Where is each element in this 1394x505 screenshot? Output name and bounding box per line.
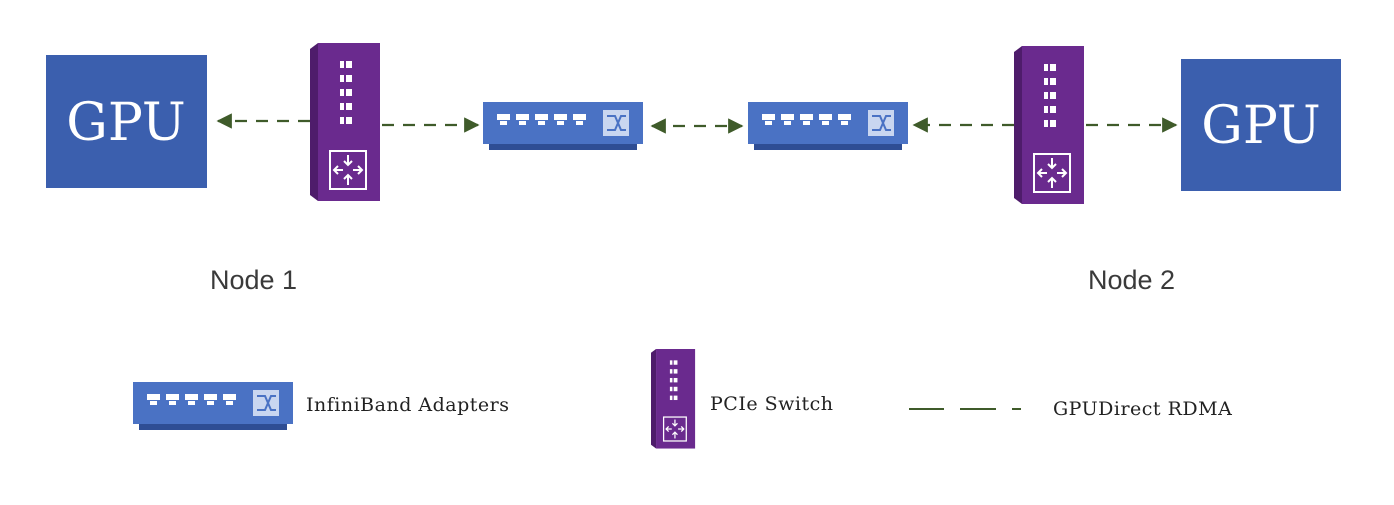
node-2-label: Node 2 (1088, 265, 1176, 295)
legend-infiniband-icon (132, 381, 294, 431)
infiniband-adapter-icon (482, 101, 644, 151)
legend-rdma-label: GPUDirect RDMA (1053, 398, 1233, 420)
legend-infiniband-label: InfiniBand Adapters (306, 394, 510, 416)
node-1-label: Node 1 (210, 265, 298, 295)
pcie-switch-icon (309, 42, 381, 202)
pcie-switch-icon (1013, 45, 1085, 205)
infiniband-adapter-icon (747, 101, 909, 151)
gpu-node-1: GPU (46, 55, 207, 188)
gpu-node-2: GPU (1181, 59, 1341, 191)
legend-pcie-label: PCIe Switch (710, 393, 834, 415)
legend-pcie-icon (650, 348, 696, 450)
rdma-links (216, 113, 1178, 134)
gpu-label-node-2: GPU (1201, 96, 1320, 156)
gpu-label-node-1: GPU (66, 93, 185, 153)
